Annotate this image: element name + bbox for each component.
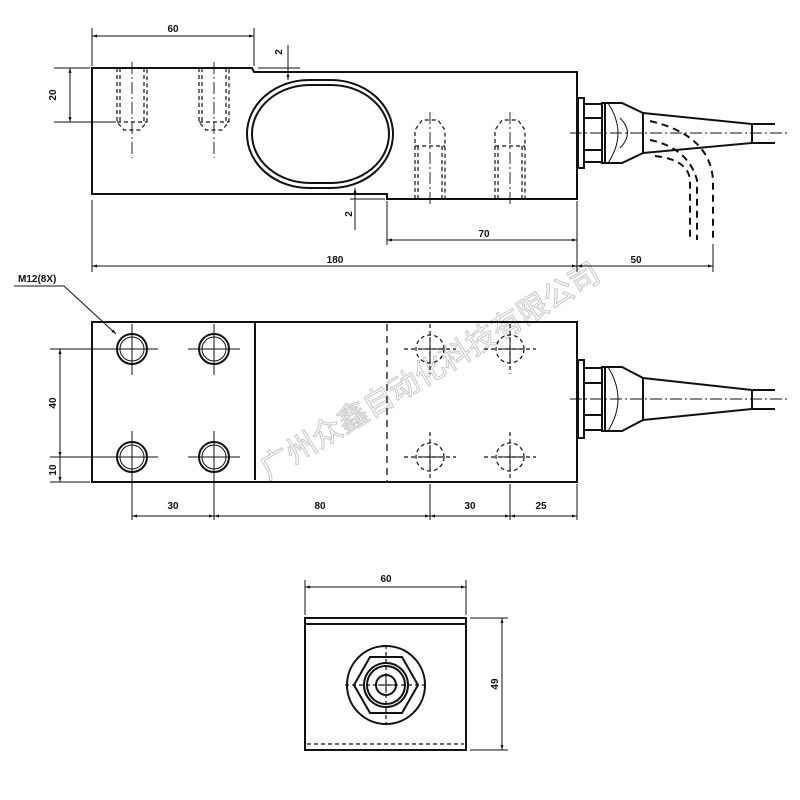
dim-total-length: 180 <box>327 255 344 266</box>
mounting-hole-1 <box>106 324 158 375</box>
blind-hole-right-1 <box>414 112 446 205</box>
end-view: 60 49 <box>304 574 508 751</box>
dim-cable-length: 50 <box>630 255 642 266</box>
dim-step-top: 2 <box>274 49 285 55</box>
blind-hole-right-2 <box>494 112 526 205</box>
dim-end-height: 49 <box>490 678 501 690</box>
blind-hole-left-2 <box>198 62 230 158</box>
side-dimensions: 60 20 2 2 70 180 50 <box>48 24 714 272</box>
end-body-outline <box>304 617 467 751</box>
flexure-slot-outer <box>246 79 394 189</box>
hidden-hole-3 <box>404 432 456 520</box>
dim-end-width: 60 <box>380 574 392 585</box>
dim-height-left: 20 <box>48 89 59 101</box>
dim-middle-span: 80 <box>314 501 326 512</box>
plan-view: M12(8X) 40 10 30 80 30 25 <box>14 274 790 520</box>
dim-right-span: 70 <box>478 229 490 240</box>
dim-step-bottom: 2 <box>344 211 355 217</box>
dim-width-top: 60 <box>167 24 179 35</box>
side-view: 60 20 2 2 70 180 50 <box>48 24 790 272</box>
hidden-hole-4 <box>484 432 536 520</box>
dim-vertical-spacing: 40 <box>48 397 59 409</box>
dim-pitch-left: 30 <box>167 501 179 512</box>
mounting-hole-3 <box>106 431 158 520</box>
cable-bent-alternative <box>649 120 714 240</box>
blind-hole-left-1 <box>116 62 148 158</box>
hidden-hole-2 <box>484 324 536 374</box>
thread-callout: M12(8X) <box>18 274 56 285</box>
dim-edge-offset: 10 <box>48 464 59 476</box>
dim-pitch-right: 30 <box>464 501 476 512</box>
plan-cable-gland <box>570 359 790 439</box>
flexure-slot-inner <box>251 84 390 184</box>
side-body-outline <box>91 67 578 200</box>
dim-end-offset: 25 <box>535 501 547 512</box>
hidden-hole-1 <box>404 324 456 374</box>
mounting-hole-2 <box>188 324 240 375</box>
mounting-hole-4 <box>188 431 240 520</box>
